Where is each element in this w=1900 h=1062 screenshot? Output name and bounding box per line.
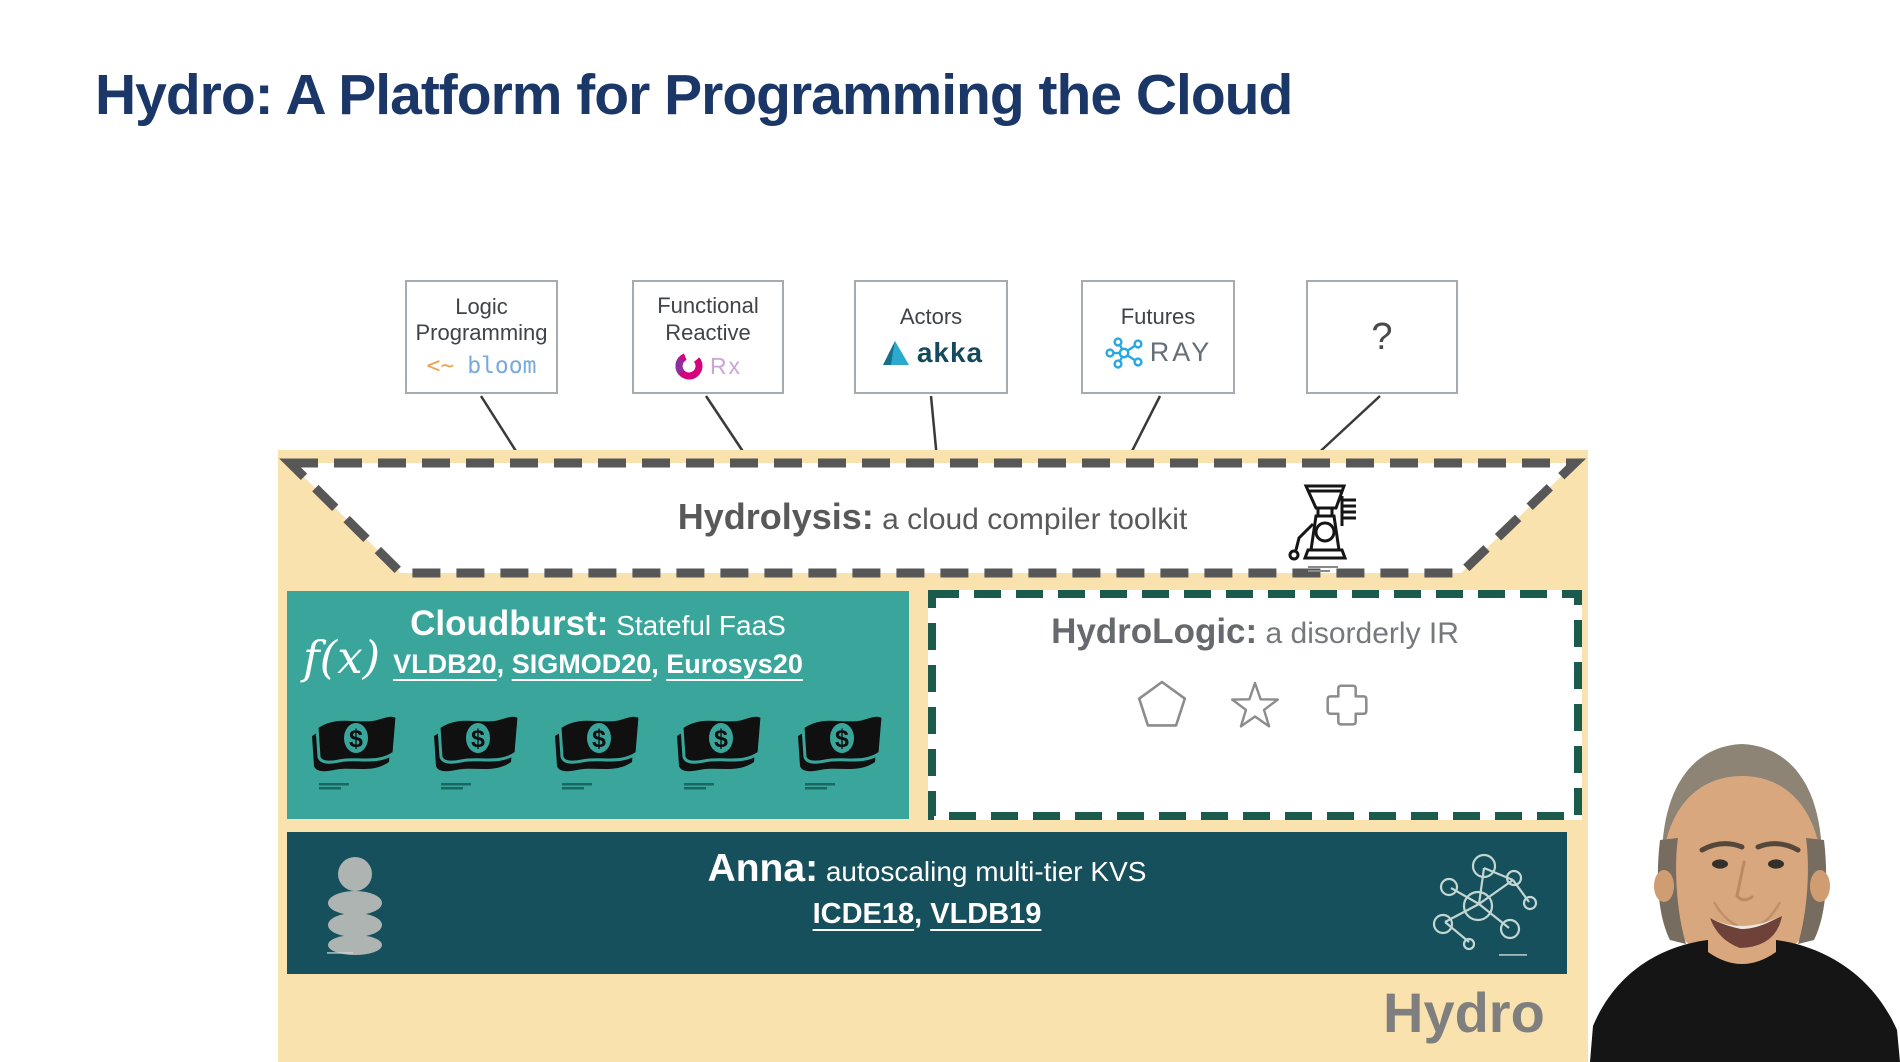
hydrolysis-caption: Hydrolysis: a cloud compiler toolkit [290,496,1575,538]
svg-text:$: $ [714,725,728,753]
page-title: Hydro: A Platform for Programming the Cl… [95,63,1293,127]
anna-title: Anna: autoscaling multi-tier KVS [287,847,1567,891]
separator: , [914,898,931,930]
cloudburst-papers: VLDB20, SIGMOD20, Eurosys20 [287,649,909,680]
svg-text:$: $ [471,725,485,753]
pentagon-shape-icon [1137,680,1187,727]
meat-grinder-icon [1288,484,1356,572]
paradigm-box-question: ? [1306,280,1458,394]
akka-wordmark: akka [916,336,984,368]
money-icon: $ [676,713,764,790]
hydrologic-name: HydroLogic: [1051,612,1258,651]
cross-shape-icon [1326,684,1368,726]
ray-wordmark: RAY [1149,337,1213,368]
money-icon: $ [798,713,885,790]
hydrologic-shapes [928,678,1582,734]
money-icon: $ [433,713,521,790]
bloom-arrow-icon: <~ [426,353,455,380]
question-mark-label: ? [1371,315,1393,358]
paradigm-box-futures: Futures RAY [1081,280,1235,394]
hydrologic-panel: HydroLogic: a disorderly IR [928,590,1582,820]
paper-link-vldb19[interactable]: VLDB19 [930,898,1042,930]
ray-logo: RAY [1104,336,1213,370]
database-icon [327,857,382,955]
separator: , [651,649,667,679]
cloudburst-desc: Stateful FaaS [608,610,786,641]
paradigm-label: Logic [455,293,508,319]
cloudburst-panel: Cloudburst: Stateful FaaS f(x) VLDB20, S… [287,591,909,819]
paradigm-label: Functional [657,292,759,318]
hydrolysis-name: Hydrolysis: [677,496,874,537]
bloom-logo: <~ bloom [427,352,537,380]
paradigm-label: Actors [899,304,963,329]
anna-papers: ICDE18, VLDB19 [287,898,1567,931]
paradigm-box-actors: Actors akka [854,280,1008,394]
svg-text:$: $ [592,725,606,753]
paradigm-box-functional-reactive: Functional Reactive Rx [632,280,784,394]
paradigm-label: Reactive [665,319,751,345]
paradigm-label: Programming [415,320,548,346]
hydrolysis-desc: a cloud compiler toolkit [873,503,1188,536]
svg-text:$: $ [349,725,363,753]
paradigm-label: Futures [1120,304,1196,330]
rx-logo: Rx [674,351,742,381]
paper-link-sigmod20[interactable]: SIGMOD20 [511,649,652,679]
fx-function-icon: f(x) [303,631,381,684]
akka-logo: akka [879,336,983,370]
anna-desc: autoscaling multi-tier KVS [818,856,1147,887]
rx-wordmark: Rx [709,353,743,380]
presenter-webcam [1590,690,1900,1062]
hydrologic-desc: a disorderly IR [1257,617,1459,650]
hydrologic-title: HydroLogic: a disorderly IR [928,612,1582,652]
anna-panel: Anna: autoscaling multi-tier KVS ICDE18,… [287,832,1567,974]
ray-nodes-icon [1105,337,1143,369]
paper-link-vldb20[interactable]: VLDB20 [393,649,497,679]
cloudburst-title: Cloudburst: Stateful FaaS [287,604,909,644]
anna-name: Anna: [707,847,819,890]
akka-triangle-icon [882,340,909,365]
bloom-wordmark: bloom [467,353,537,380]
separator: , [496,649,512,679]
star-shape-icon [1230,681,1279,728]
paradigm-box-logic-programming: Logic Programming <~ bloom [405,280,558,394]
network-graph-icon [1432,853,1538,956]
money-icon: $ [312,713,399,790]
platform-name-label: Hydro [1383,981,1545,1044]
money-icon: $ [555,713,642,790]
svg-text:$: $ [835,725,849,753]
paper-link-icde18[interactable]: ICDE18 [812,898,915,930]
hydrologic-dashed-border [928,590,1582,820]
rx-swirl-icon [675,352,703,380]
paper-link-eurosys20[interactable]: Eurosys20 [666,649,803,679]
cloudburst-name: Cloudburst: [410,604,609,643]
money-row: $ $ $ $ [307,707,889,793]
